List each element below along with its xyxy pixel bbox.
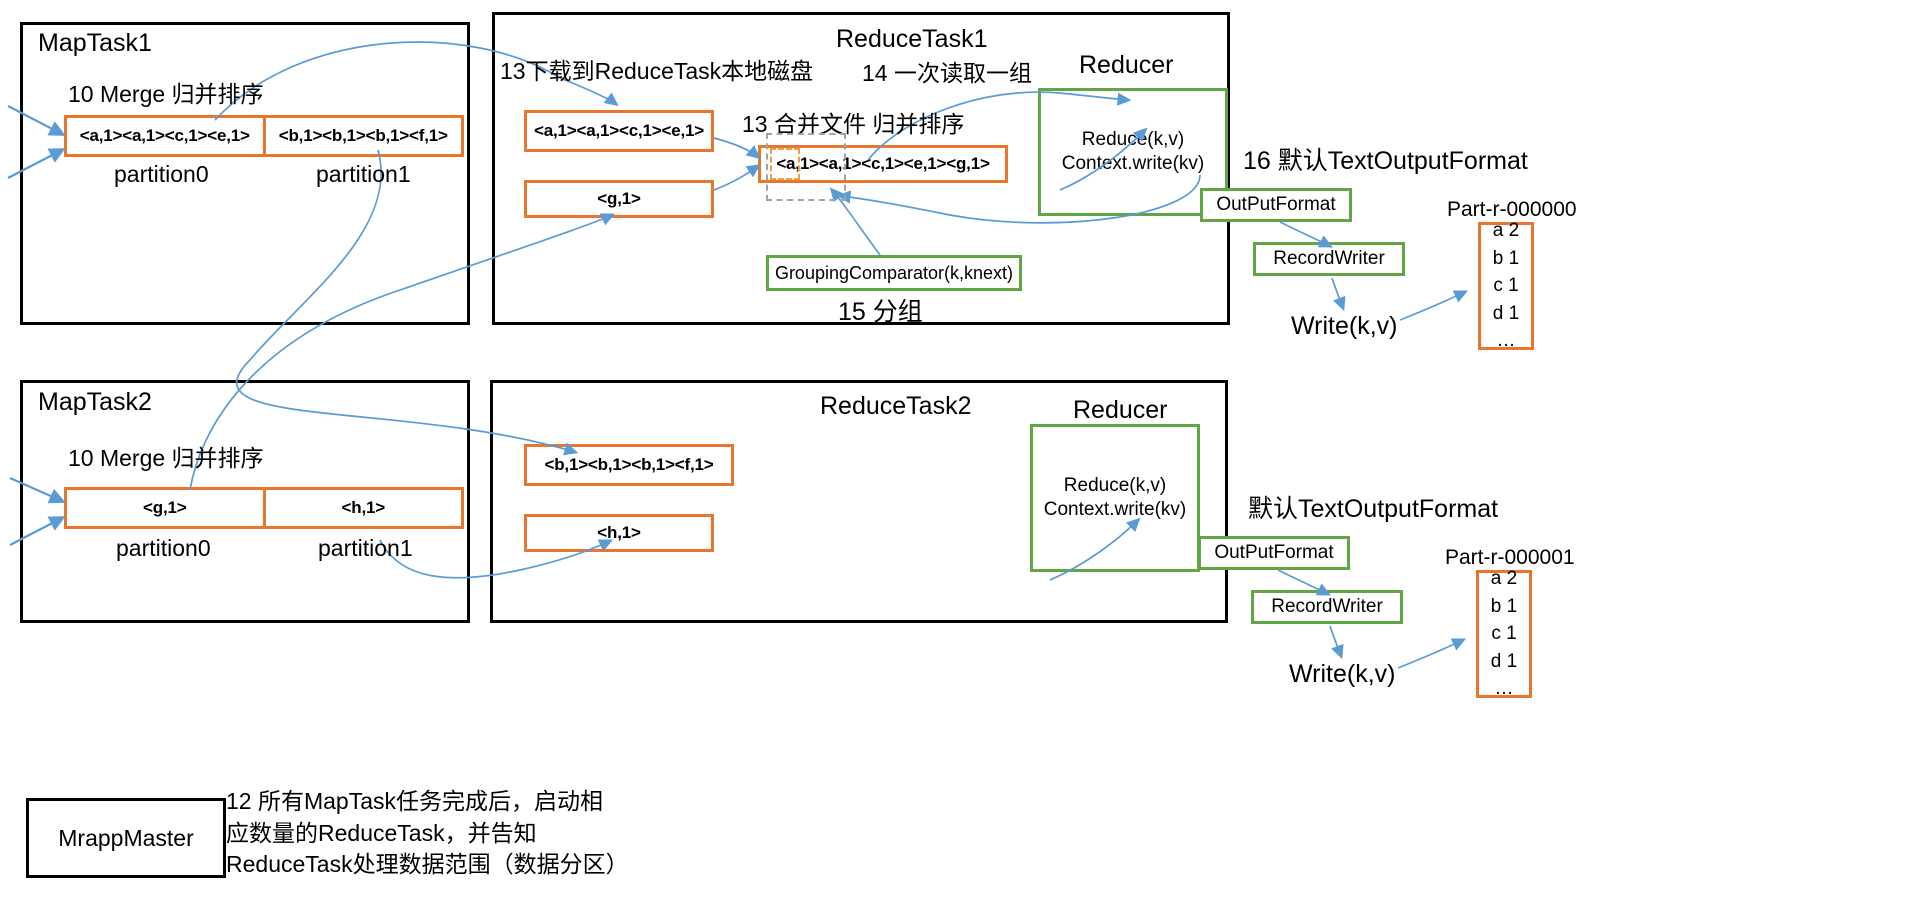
reducer1-line2: Context.write(kv) [1061,153,1205,174]
reducer1-line1: Reduce(k,v) [1081,129,1185,151]
output1-file-row-0: a 2 [1492,220,1520,242]
output1-recordwriter-box: RecordWriter [1253,242,1405,276]
grouping-label: 15 分组 [838,298,923,326]
maptask1-partition1-label: partition1 [316,161,411,187]
output2-file-row-4: … [1494,678,1514,700]
output2-file-row-0: a 2 [1490,568,1518,590]
output2-write-label: Write(k,v) [1289,660,1396,688]
reducetask2-fetched-box-2: <h,1> [524,514,714,552]
output2-recordwriter-box: RecordWriter [1251,590,1403,624]
output2-file-row-2: c 1 [1491,623,1517,645]
maptask1-partition0-label: partition0 [114,161,209,187]
maptask2-partition-row: <g,1> <h,1> [64,487,464,529]
output1-outputformat-box: OutPutFormat [1200,188,1352,222]
reducetask2-fetched-box-1: <b,1><b,1><b,1><f,1> [524,444,734,486]
maptask1-merge-label: 10 Merge 归并排序 [68,81,264,107]
output1-file-row-1: b 1 [1492,247,1520,269]
reducetask1-read-group-label: 14 一次读取一组 [862,60,1032,86]
output2-file-row-3: d 1 [1490,650,1518,672]
reducetask1-group-selection [766,133,846,201]
maptask2-partition1-label: partition1 [318,535,413,561]
maptask2-partition1-value: <h,1> [262,490,462,526]
reducetask1-download-label: 13下载到ReduceTask本地磁盘 [500,58,814,84]
output1-file-row-4: … [1496,330,1516,352]
reducer2-title: Reducer [1073,396,1168,424]
output1-file-row-3: d 1 [1492,302,1520,324]
output1-format-label: 16 默认TextOutputFormat [1243,147,1528,175]
reducetask1-fetched-box-1: <a,1><a,1><c,1><e,1> [524,110,714,152]
maptask1-partition1-value: <b,1><b,1><b,1><f,1> [262,118,462,154]
output1-write-label: Write(k,v) [1291,312,1398,340]
reducetask1-title: ReduceTask1 [836,25,988,53]
reducetask2-container [490,380,1228,623]
output2-file-box: a 2 b 1 c 1 d 1 … [1476,568,1532,699]
reducer2-line2: Context.write(kv) [1043,499,1187,520]
output2-outputformat-box: OutPutFormat [1198,536,1350,570]
maptask1-partition-row: <a,1><a,1><c,1><e,1> <b,1><b,1><b,1><f,1… [64,115,464,157]
mrappmaster-note: 12 所有MapTask任务完成后，启动相 应数量的ReduceTask，并告知… [226,788,629,878]
maptask2-merge-label: 10 Merge 归并排序 [68,445,264,471]
output2-file-row-1: b 1 [1490,595,1518,617]
reducer1-title: Reducer [1079,51,1174,79]
output1-file-row-2: c 1 [1493,275,1519,297]
output2-file-name: Part-r-000001 [1445,546,1575,569]
output1-file-box: a 2 b 1 c 1 d 1 … [1478,220,1534,351]
maptask2-partition0-label: partition0 [116,535,211,561]
mrappmaster-box: MrappMaster [26,798,226,878]
grouping-comparator-box: GroupingComparator(k,knext) [766,255,1022,291]
reducetask2-title: ReduceTask2 [820,392,972,420]
reducer2-box: Reduce(k,v) Context.write(kv) [1030,424,1200,572]
maptask1-partition0-value: <a,1><a,1><c,1><e,1> [79,126,250,145]
output2-format-label: 默认TextOutputFormat [1248,495,1499,523]
reducetask1-key-highlight [770,148,800,180]
maptask2-partition0-value: <g,1> [143,498,187,517]
reducetask1-fetched-box-2: <g,1> [524,180,714,218]
output1-file-name: Part-r-000000 [1447,198,1577,221]
maptask2-title: MapTask2 [38,388,152,416]
maptask1-title: MapTask1 [38,29,152,57]
reducer2-line1: Reduce(k,v) [1063,475,1167,497]
